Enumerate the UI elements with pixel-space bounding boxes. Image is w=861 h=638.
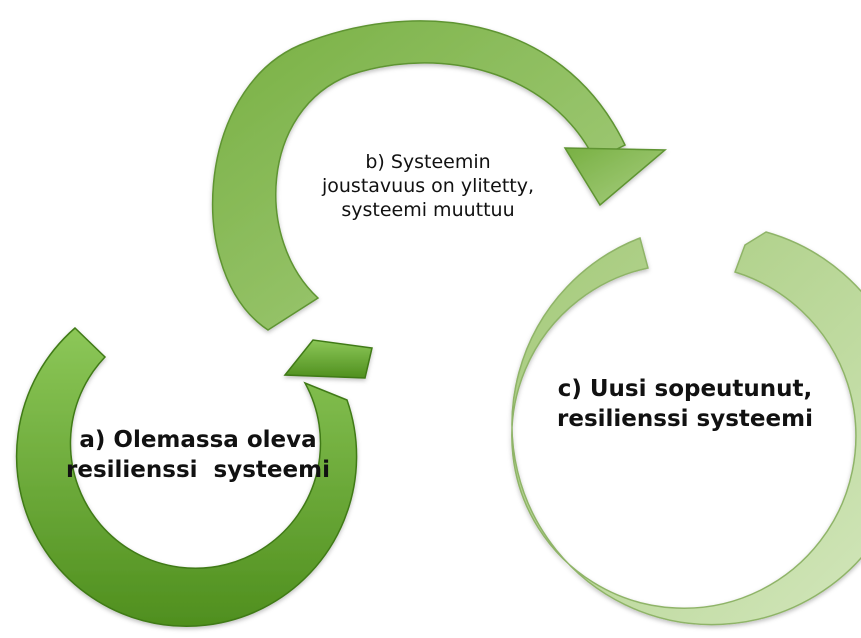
label-c-adapted-system: c) Uusi sopeutunut, resilienssi systeemi [540,374,830,434]
label-a-line-1: a) Olemassa oleva [79,427,317,453]
label-b-line-3: systeemi muuttuu [341,199,515,221]
arrow-b-body [211,20,626,331]
label-c-line-1: c) Uusi sopeutunut, [557,376,813,402]
label-a-line-2: resilienssi systeemi [66,457,330,483]
label-b-line-2: joustavuus on ylitetty, [321,175,535,197]
label-b-line-1: b) Systeemin [365,151,491,173]
label-a-existing-system: a) Olemassa oleva resilienssi systeemi [48,425,348,485]
arrow-c-adapted-system [511,231,861,626]
arrow-a-head [283,339,373,379]
label-c-line-2: resilienssi systeemi [557,406,813,432]
label-b-system-changes: b) Systeemin joustavuus on ylitetty, sys… [283,150,573,222]
arrow-a-body [15,326,358,628]
arrow-b-system-changes [211,20,668,331]
arrow-c-body [511,231,861,626]
arrow-b-head [563,147,668,207]
arrow-a-existing-system [15,326,373,628]
